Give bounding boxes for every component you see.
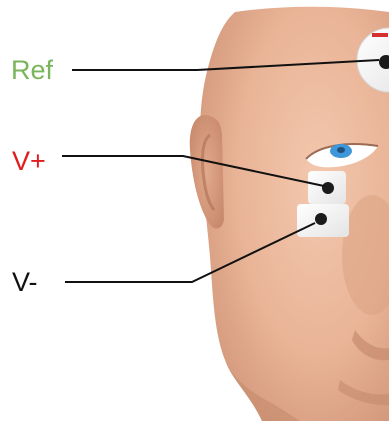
v-plus-label: V+	[12, 148, 46, 175]
electrode-v-minus	[297, 204, 349, 237]
v-minus-label: V-	[12, 269, 38, 296]
ear	[190, 115, 224, 229]
electrode-v-plus	[308, 171, 346, 204]
ref-label: Ref	[11, 57, 53, 84]
